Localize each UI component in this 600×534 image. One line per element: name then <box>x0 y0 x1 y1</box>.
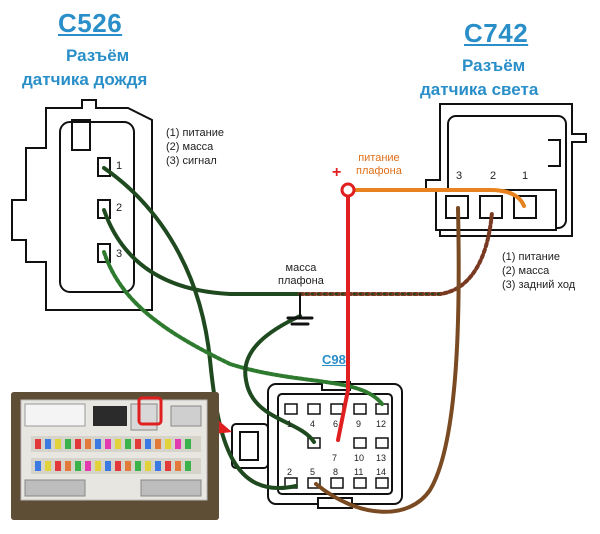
c742-title: C742 <box>464 18 529 48</box>
c98-pin-9: 9 <box>356 419 362 429</box>
c742-subtitle-line1: Разъём <box>462 56 526 75</box>
c526-connector <box>11 99 153 311</box>
c98-pin-7: 7 <box>332 453 338 463</box>
c98-pin-5: 5 <box>310 467 316 477</box>
wire-brown-c742-pin3 <box>314 206 461 514</box>
wire-ground-to-c98 <box>243 314 316 444</box>
c98-connector <box>231 381 403 509</box>
wire-orange-power <box>346 188 526 208</box>
c526-pin-label-3: 3 <box>116 248 123 260</box>
c98-pin-14: 14 <box>376 467 387 477</box>
ground-line2: плафона <box>278 275 324 287</box>
c526-title: C526 <box>58 8 123 38</box>
c742-legend-3: (3) задний ход <box>502 279 576 291</box>
c98-pin-13: 13 <box>376 453 387 463</box>
c742-pin-label-1: 1 <box>522 170 529 182</box>
c526-legend-2: (2) масса <box>166 141 214 153</box>
c98-pin-2: 2 <box>287 467 293 477</box>
wire-red-power <box>336 188 350 442</box>
c526-pin-label-1: 1 <box>116 160 123 172</box>
c526-subtitle-line2: датчика дождя <box>22 70 148 89</box>
ground-label: масса плафона <box>278 262 324 288</box>
c526-pin-label-2: 2 <box>116 202 123 214</box>
c526-legend: (1) питание (2) масса (3) сигнал <box>166 126 224 168</box>
c98-title: C98 <box>322 352 346 367</box>
c98-pin-8: 8 <box>333 467 339 477</box>
power-node-circle <box>340 182 356 198</box>
fuse-box-photo <box>11 392 219 520</box>
c98-pin-4: 4 <box>310 419 316 429</box>
c742-pin-label-3: 3 <box>456 170 463 182</box>
c98-pin-12: 12 <box>376 419 387 429</box>
plafond-power-line1: питание <box>358 152 400 164</box>
c98-pin-6: 6 <box>333 419 339 429</box>
c742-legend-1: (1) питание <box>502 251 560 263</box>
fuse-rows <box>31 436 201 474</box>
wire-c526-pin3 <box>102 250 384 406</box>
c98-pin-10: 10 <box>354 453 365 463</box>
plafond-power-label: питание плафона <box>356 152 402 178</box>
wires <box>102 166 526 514</box>
c742-legend-2: (2) масса <box>502 265 550 277</box>
wire-c526-pin2 <box>102 208 302 296</box>
plus-sign: + <box>332 164 342 181</box>
plafond-power-line2: плафона <box>356 165 402 177</box>
ground-line1: масса <box>285 262 317 274</box>
fuse-box-drawing <box>11 392 219 520</box>
c526-legend-1: (1) питание <box>166 127 224 139</box>
c742-legend: (1) питание (2) масса (3) задний ход <box>502 250 575 292</box>
c526-subtitle-line1: Разъём <box>66 46 130 65</box>
wire-c526-pin1 <box>102 166 298 490</box>
c742-subtitle-line2: датчика света <box>420 80 539 99</box>
c98-pin-1: 1 <box>287 419 293 429</box>
wire-ground-to-c742 <box>298 210 494 296</box>
c526-legend-3: (3) сигнал <box>166 155 217 167</box>
c98-pin-11: 11 <box>354 467 364 477</box>
c742-pin-label-2: 2 <box>490 170 497 182</box>
